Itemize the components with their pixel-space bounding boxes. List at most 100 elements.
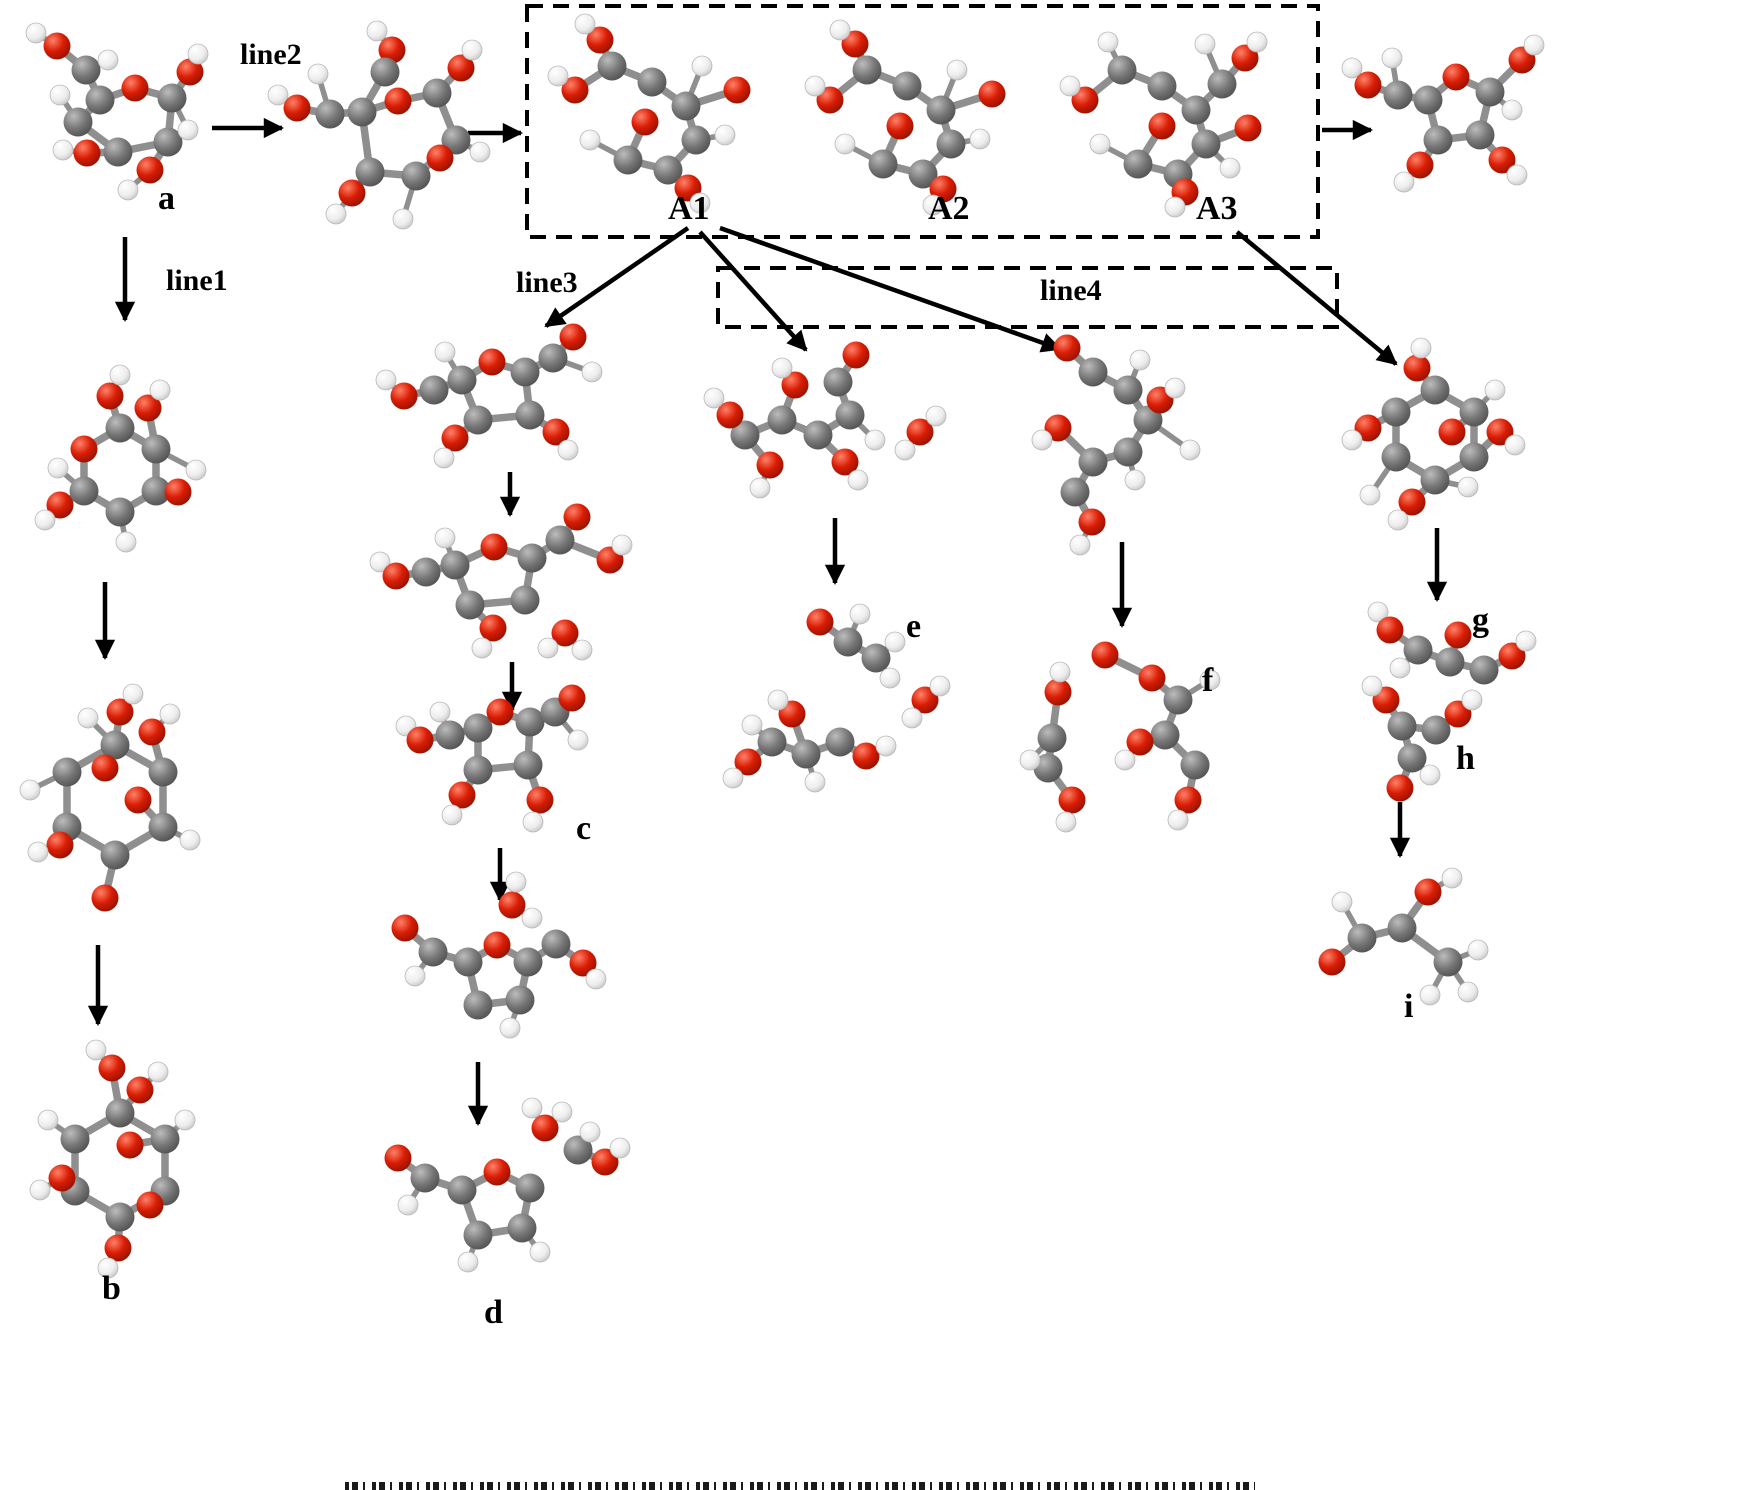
carbon-atom: [85, 85, 115, 115]
hydrogen-atom: [1097, 31, 1119, 53]
oxygen-atom: [1138, 664, 1166, 692]
carbon-atom: [105, 413, 135, 443]
label-b: b: [102, 1270, 121, 1307]
carbon-atom: [1413, 85, 1443, 115]
oxygen-atom: [176, 58, 204, 86]
label-h: h: [1456, 740, 1475, 777]
oxygen-atom: [73, 139, 101, 167]
hydrogen-atom: [884, 631, 906, 653]
carbon-atom: [613, 145, 643, 175]
carbon-atom: [791, 739, 821, 769]
hydrogen-atom: [894, 439, 916, 461]
oxygen-atom: [978, 80, 1006, 108]
oxygen-atom: [1058, 786, 1086, 814]
carbon-atom: [463, 1220, 493, 1250]
oxygen-atom: [391, 914, 419, 942]
carbon-atom: [1180, 750, 1210, 780]
hydrogen-atom: [714, 124, 736, 146]
oxygen-atom: [852, 742, 880, 770]
hydrogen-atom: [722, 767, 744, 789]
hydrogen-atom: [929, 675, 951, 697]
molecule-e: [722, 603, 951, 793]
molecule-line3-int4: [391, 871, 607, 1039]
hydrogen-atom: [834, 133, 856, 155]
hydrogen-atom: [52, 139, 74, 161]
hydrogen-atom: [1055, 811, 1077, 833]
hydrogen-atom: [804, 771, 826, 793]
carbon-atom: [908, 159, 938, 189]
oxygen-atom: [531, 1114, 559, 1142]
carbon-atom: [463, 990, 493, 1020]
hydrogen-atom: [429, 701, 451, 723]
oxygen-atom: [1044, 414, 1072, 442]
carbon-atom: [463, 755, 493, 785]
label-d: d: [484, 1294, 503, 1331]
molecule-line1-int1: [34, 364, 207, 553]
carbon-atom: [823, 367, 853, 397]
carbon-atom: [1469, 655, 1499, 685]
hydrogen-atom: [1219, 157, 1241, 179]
molecule-line3-int2: [369, 503, 633, 661]
oxygen-atom: [138, 718, 166, 746]
oxygen-atom: [479, 614, 507, 642]
hydrogen-atom: [469, 141, 491, 163]
oxygen-atom: [426, 144, 454, 172]
carbon-atom: [1060, 477, 1090, 507]
hydrogen-atom: [187, 43, 209, 65]
molecule-g-h: [1361, 601, 1537, 802]
molecule-d: [384, 1097, 631, 1273]
carbon-atom: [892, 71, 922, 101]
hydrogen-atom: [27, 841, 49, 863]
oxygen-atom: [1174, 786, 1202, 814]
carbon-atom: [100, 840, 130, 870]
hydrogen-atom: [901, 707, 923, 729]
oxygen-atom: [116, 1131, 144, 1159]
carbon-atom: [435, 720, 465, 750]
carbon-atom: [681, 125, 711, 155]
oxygen-atom: [406, 726, 434, 754]
hydrogen-atom: [581, 361, 603, 383]
hydrogen-atom: [1461, 689, 1483, 711]
carbon-atom: [1403, 635, 1433, 665]
carbon-atom: [411, 557, 441, 587]
oxygen-atom: [526, 786, 554, 814]
carbon-atom: [1435, 647, 1465, 677]
oxygen-atom: [448, 781, 476, 809]
molecule-f: [1019, 641, 1221, 833]
carbon-atom: [69, 476, 99, 506]
hydrogen-atom: [505, 871, 527, 893]
hydrogen-atom: [829, 19, 851, 41]
carbon-atom: [637, 67, 667, 97]
carbon-atom: [100, 730, 130, 760]
hydrogen-atom: [1114, 749, 1136, 771]
carbon-atom: [355, 157, 385, 187]
hydrogen-atom: [1164, 377, 1186, 399]
oxygen-atom: [1444, 621, 1472, 649]
arrow-A3-to-g-branch: [1235, 230, 1398, 366]
oxygen-atom: [486, 698, 514, 726]
hydrogen-atom: [1124, 469, 1146, 491]
oxygen-atom: [806, 608, 834, 636]
hydrogen-atom: [122, 683, 144, 705]
carbon-atom: [1397, 743, 1427, 773]
oxygen-atom: [1318, 948, 1346, 976]
carbon-atom: [1420, 465, 1450, 495]
oxygen-atom: [1403, 354, 1431, 382]
oxygen-atom: [586, 26, 614, 54]
oxygen-atom: [478, 348, 506, 376]
hydrogen-atom: [611, 534, 633, 556]
oxygen-atom: [781, 371, 809, 399]
molecule-c: [395, 684, 589, 833]
hydrogen-atom: [29, 1179, 51, 1201]
carbon-atom: [1475, 77, 1505, 107]
hydrogen-atom: [1031, 429, 1053, 451]
hydrogen-atom: [567, 729, 589, 751]
hydrogen-atom: [537, 637, 559, 659]
label-i: i: [1404, 988, 1414, 1025]
carbon-atom: [1423, 125, 1453, 155]
hydrogen-atom: [1381, 47, 1403, 69]
hydrogen-atom: [109, 364, 131, 386]
carbon-atom: [1465, 120, 1495, 150]
hydrogen-atom: [1167, 809, 1189, 831]
